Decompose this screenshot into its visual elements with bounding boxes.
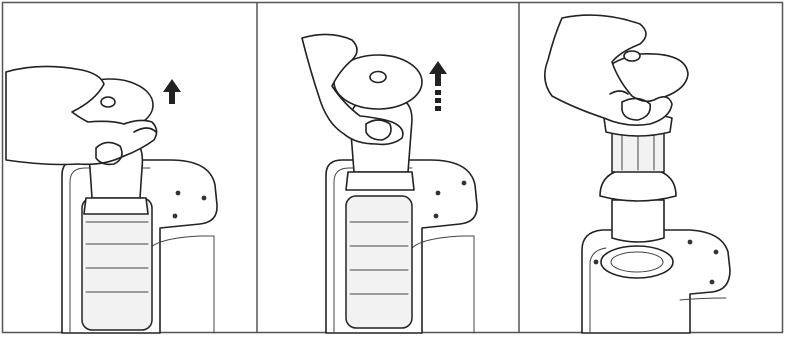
cap-ring bbox=[346, 172, 414, 190]
cap-center-hole bbox=[101, 97, 115, 107]
screw bbox=[594, 260, 599, 265]
screw bbox=[173, 214, 178, 219]
screw bbox=[176, 191, 181, 196]
appliance-body bbox=[582, 230, 730, 333]
open-port bbox=[601, 246, 673, 278]
screw bbox=[202, 196, 207, 201]
screw bbox=[714, 250, 719, 255]
solid-up-arrow-icon bbox=[163, 79, 181, 104]
filter-chamber bbox=[346, 196, 412, 328]
panel-2 bbox=[302, 34, 477, 333]
cap-center-hole bbox=[370, 72, 386, 83]
filter-cartridge-flange bbox=[600, 168, 676, 201]
screw bbox=[434, 214, 439, 219]
filter-chamber bbox=[82, 198, 152, 330]
panel-1 bbox=[6, 66, 217, 333]
screw bbox=[436, 191, 441, 196]
filter-cartridge-lower bbox=[612, 200, 664, 242]
cap-ring bbox=[84, 198, 148, 214]
screw bbox=[462, 181, 467, 186]
panel-3 bbox=[545, 15, 730, 333]
cap-center-hole bbox=[624, 51, 640, 61]
dashed-up-arrow-icon bbox=[429, 61, 447, 86]
screw bbox=[710, 280, 715, 285]
screw bbox=[688, 240, 693, 245]
